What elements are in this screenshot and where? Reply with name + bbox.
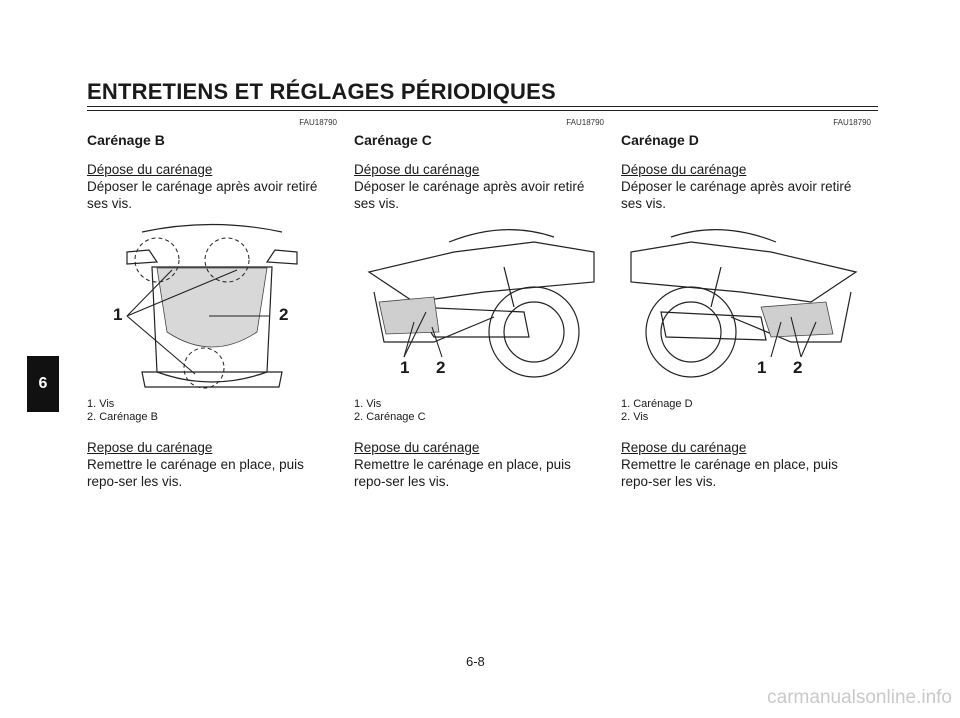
install-text: Remettre le carénage en place, puis repo… [354, 457, 571, 489]
caption-item: 1. Vis [354, 398, 382, 410]
install-heading: Repose du carénage [354, 440, 480, 455]
chapter-tab: 6 [27, 356, 59, 412]
callout-2: 2 [436, 358, 446, 377]
install-text: Remettre le carénage en place, puis repo… [87, 457, 304, 489]
removal-text: Déposer le carénage après avoir retiré s… [621, 179, 852, 211]
section-carenage-b: FAU18790 Carénage B Dépose du carénage D… [87, 118, 337, 490]
figure-captions: 1. Vis 2. Carénage B [87, 398, 337, 424]
removal-heading: Dépose du carénage [621, 162, 747, 177]
removal-text: Déposer le carénage après avoir retiré s… [87, 179, 318, 211]
section-carenage-d: FAU18790 Carénage D Dépose du carénage D… [621, 118, 871, 490]
install-heading: Repose du carénage [621, 440, 747, 455]
callout-1: 1 [757, 358, 767, 377]
header-rule [87, 110, 878, 111]
section-carenage-c: FAU18790 Carénage C Dépose du carénage D… [354, 118, 604, 490]
caption-item: 1. Vis [87, 398, 115, 410]
caption-item: 1. Carénage D [621, 398, 693, 410]
caption-item: 2. Vis [621, 411, 649, 423]
page-header-title: ENTRETIENS ET RÉGLAGES PÉRIODIQUES [87, 79, 556, 104]
removal-text: Déposer le carénage après avoir retiré s… [354, 179, 585, 211]
figure-captions: 1. Vis 2. Carénage C [354, 398, 604, 424]
figure-captions: 1. Carénage D 2. Vis [621, 398, 871, 424]
callout-2: 2 [793, 358, 803, 377]
watermark: carmanualsonline.info [767, 687, 952, 708]
figure-front-fairing: 1 2 [87, 222, 337, 390]
section-code: FAU18790 [299, 118, 337, 127]
callout-1: 1 [400, 358, 410, 377]
section-code: FAU18790 [833, 118, 871, 127]
removal-heading: Dépose du carénage [87, 162, 213, 177]
section-code: FAU18790 [566, 118, 604, 127]
install-text: Remettre le carénage en place, puis repo… [621, 457, 838, 489]
callout-2: 2 [279, 305, 289, 324]
header-rule [87, 106, 878, 107]
caption-item: 2. Carénage B [87, 411, 158, 423]
figure-rear-left-fairing: 1 2 [354, 222, 604, 390]
caption-item: 2. Carénage C [354, 411, 426, 423]
install-heading: Repose du carénage [87, 440, 213, 455]
callout-1: 1 [113, 305, 123, 324]
section-title: Carénage D [621, 132, 699, 148]
figure-rear-right-fairing: 1 2 [621, 222, 871, 390]
page-number: 6-8 [466, 654, 485, 669]
removal-heading: Dépose du carénage [354, 162, 480, 177]
section-title: Carénage C [354, 132, 432, 148]
section-title: Carénage B [87, 132, 165, 148]
